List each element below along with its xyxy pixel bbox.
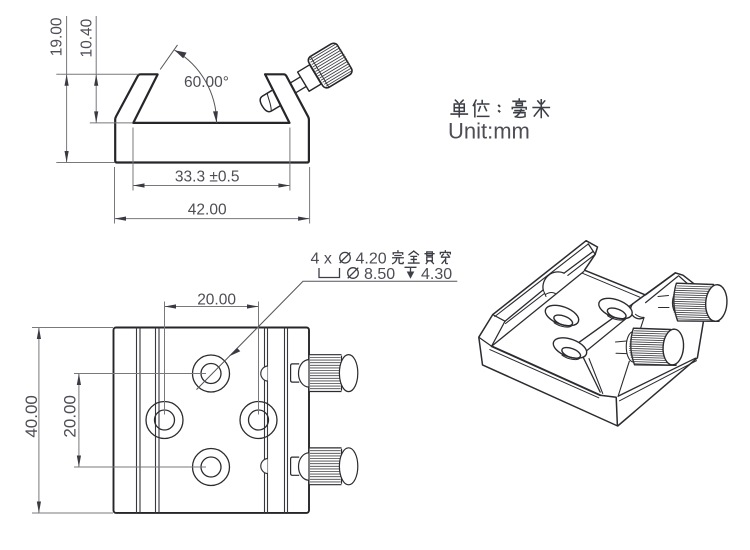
svg-text:33.3 ±0.5: 33.3 ±0.5 bbox=[175, 168, 240, 185]
svg-text:10.40: 10.40 bbox=[78, 18, 95, 57]
svg-text:20.00: 20.00 bbox=[61, 395, 80, 438]
svg-text:20.00: 20.00 bbox=[197, 292, 236, 309]
svg-text:42.00: 42.00 bbox=[188, 202, 227, 219]
svg-text:4.30: 4.30 bbox=[421, 266, 452, 283]
svg-text:19.00: 19.00 bbox=[49, 17, 66, 56]
svg-text:8.50: 8.50 bbox=[364, 266, 395, 283]
svg-text:Unit:mm: Unit:mm bbox=[448, 119, 530, 144]
svg-text:40.00: 40.00 bbox=[22, 395, 41, 438]
svg-text:60.00°: 60.00° bbox=[184, 74, 229, 91]
svg-text:4.20: 4.20 bbox=[356, 251, 387, 268]
svg-text:4 x: 4 x bbox=[311, 251, 332, 268]
